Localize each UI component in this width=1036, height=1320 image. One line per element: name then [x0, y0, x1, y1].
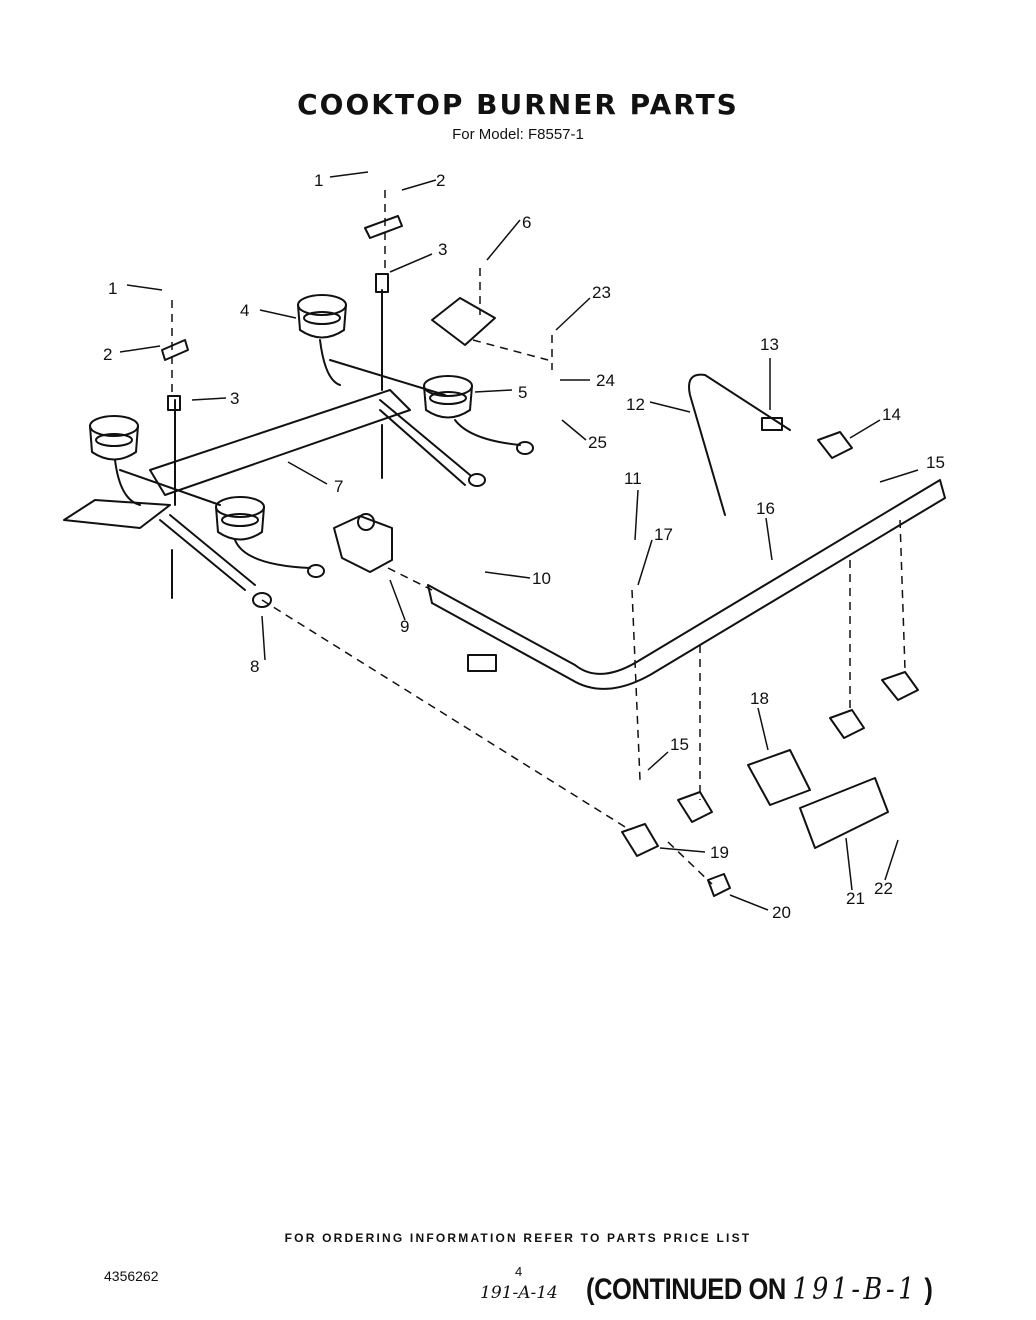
- callout-18: 18: [750, 689, 769, 708]
- burner-grate-left: [63, 499, 171, 529]
- pressure-regulator-9: [333, 513, 393, 573]
- valve-14: [817, 431, 853, 459]
- callout-6: 6: [522, 213, 531, 232]
- callout-20: 20: [772, 903, 791, 922]
- callout-13: 13: [760, 335, 779, 354]
- callout-1b: 1: [108, 279, 117, 298]
- callout-7: 7: [334, 477, 343, 496]
- pilot-tube-12: [688, 373, 791, 516]
- orifice-hood-8: [252, 592, 272, 608]
- callout-15b: 15: [670, 735, 689, 754]
- continued-suffix: ): [924, 1273, 933, 1306]
- clip-2-left: [161, 339, 189, 361]
- callout-3b: 3: [230, 389, 239, 408]
- knob-insert-20: [707, 873, 731, 897]
- callout-14: 14: [882, 405, 901, 424]
- callout-22: 22: [874, 879, 893, 898]
- continued-ref: 191-B-1: [792, 1272, 918, 1307]
- page-title: COOKTOP BURNER PARTS: [297, 88, 739, 121]
- callout-2b: 2: [103, 345, 112, 364]
- burner-grate-right: [431, 297, 496, 346]
- support-bracket-3-left: [167, 395, 181, 411]
- burner-frame-rail: [149, 389, 411, 496]
- fitting-13: [761, 417, 783, 431]
- callout-16: 16: [756, 499, 775, 518]
- callout-19: 19: [710, 843, 729, 862]
- burner-head-4: [297, 294, 347, 339]
- valve-center: [677, 791, 713, 823]
- callout-11: 11: [624, 469, 642, 488]
- callout-8: 8: [250, 657, 259, 676]
- burner-head-left-front: [215, 496, 265, 541]
- ordering-info-note: FOR ORDERING INFORMATION REFER TO PARTS …: [284, 1231, 752, 1245]
- callout-1: 1: [314, 171, 323, 190]
- callout-24: 24: [596, 371, 615, 390]
- callout-23: 23: [592, 283, 611, 302]
- burner-head-5: [423, 375, 473, 419]
- callout-10: 10: [532, 569, 551, 588]
- page-number: 4: [515, 1264, 523, 1279]
- clip-2-top: [364, 215, 403, 239]
- callout-2: 2: [436, 171, 445, 190]
- continued-prefix: (CONTINUED ON: [586, 1273, 786, 1306]
- callout-25: 25: [588, 433, 607, 452]
- valve-right-2: [829, 709, 865, 739]
- valve-right-1: [881, 671, 919, 701]
- valve-19: [621, 823, 659, 857]
- callout-17: 17: [654, 525, 673, 544]
- bracket-21: [799, 777, 889, 849]
- callout-5: 5: [518, 383, 527, 402]
- callout-3: 3: [438, 240, 447, 259]
- spark-module-18: [747, 749, 811, 806]
- burner-head-left-rear: [89, 415, 139, 461]
- callout-15: 15: [926, 453, 945, 472]
- model-subtitle: For Model: F8557-1: [452, 126, 584, 143]
- continued-on-note: (CONTINUED ON 191-B-1 ): [586, 1272, 933, 1307]
- support-bracket-3-top: [375, 273, 389, 293]
- handwritten-page-ref: 191-A-14: [480, 1283, 558, 1303]
- manifold-pipe-16: [427, 479, 946, 690]
- callout-21: 21: [846, 889, 865, 908]
- callout-labels: 1 1 2 2 3 3 4 5 6 7 8 9 10 11 12 13 14 1…: [103, 171, 945, 922]
- callout-4: 4: [240, 301, 249, 320]
- callout-9: 9: [400, 617, 409, 636]
- callout-12: 12: [626, 395, 645, 414]
- document-number: 4356262: [104, 1268, 159, 1284]
